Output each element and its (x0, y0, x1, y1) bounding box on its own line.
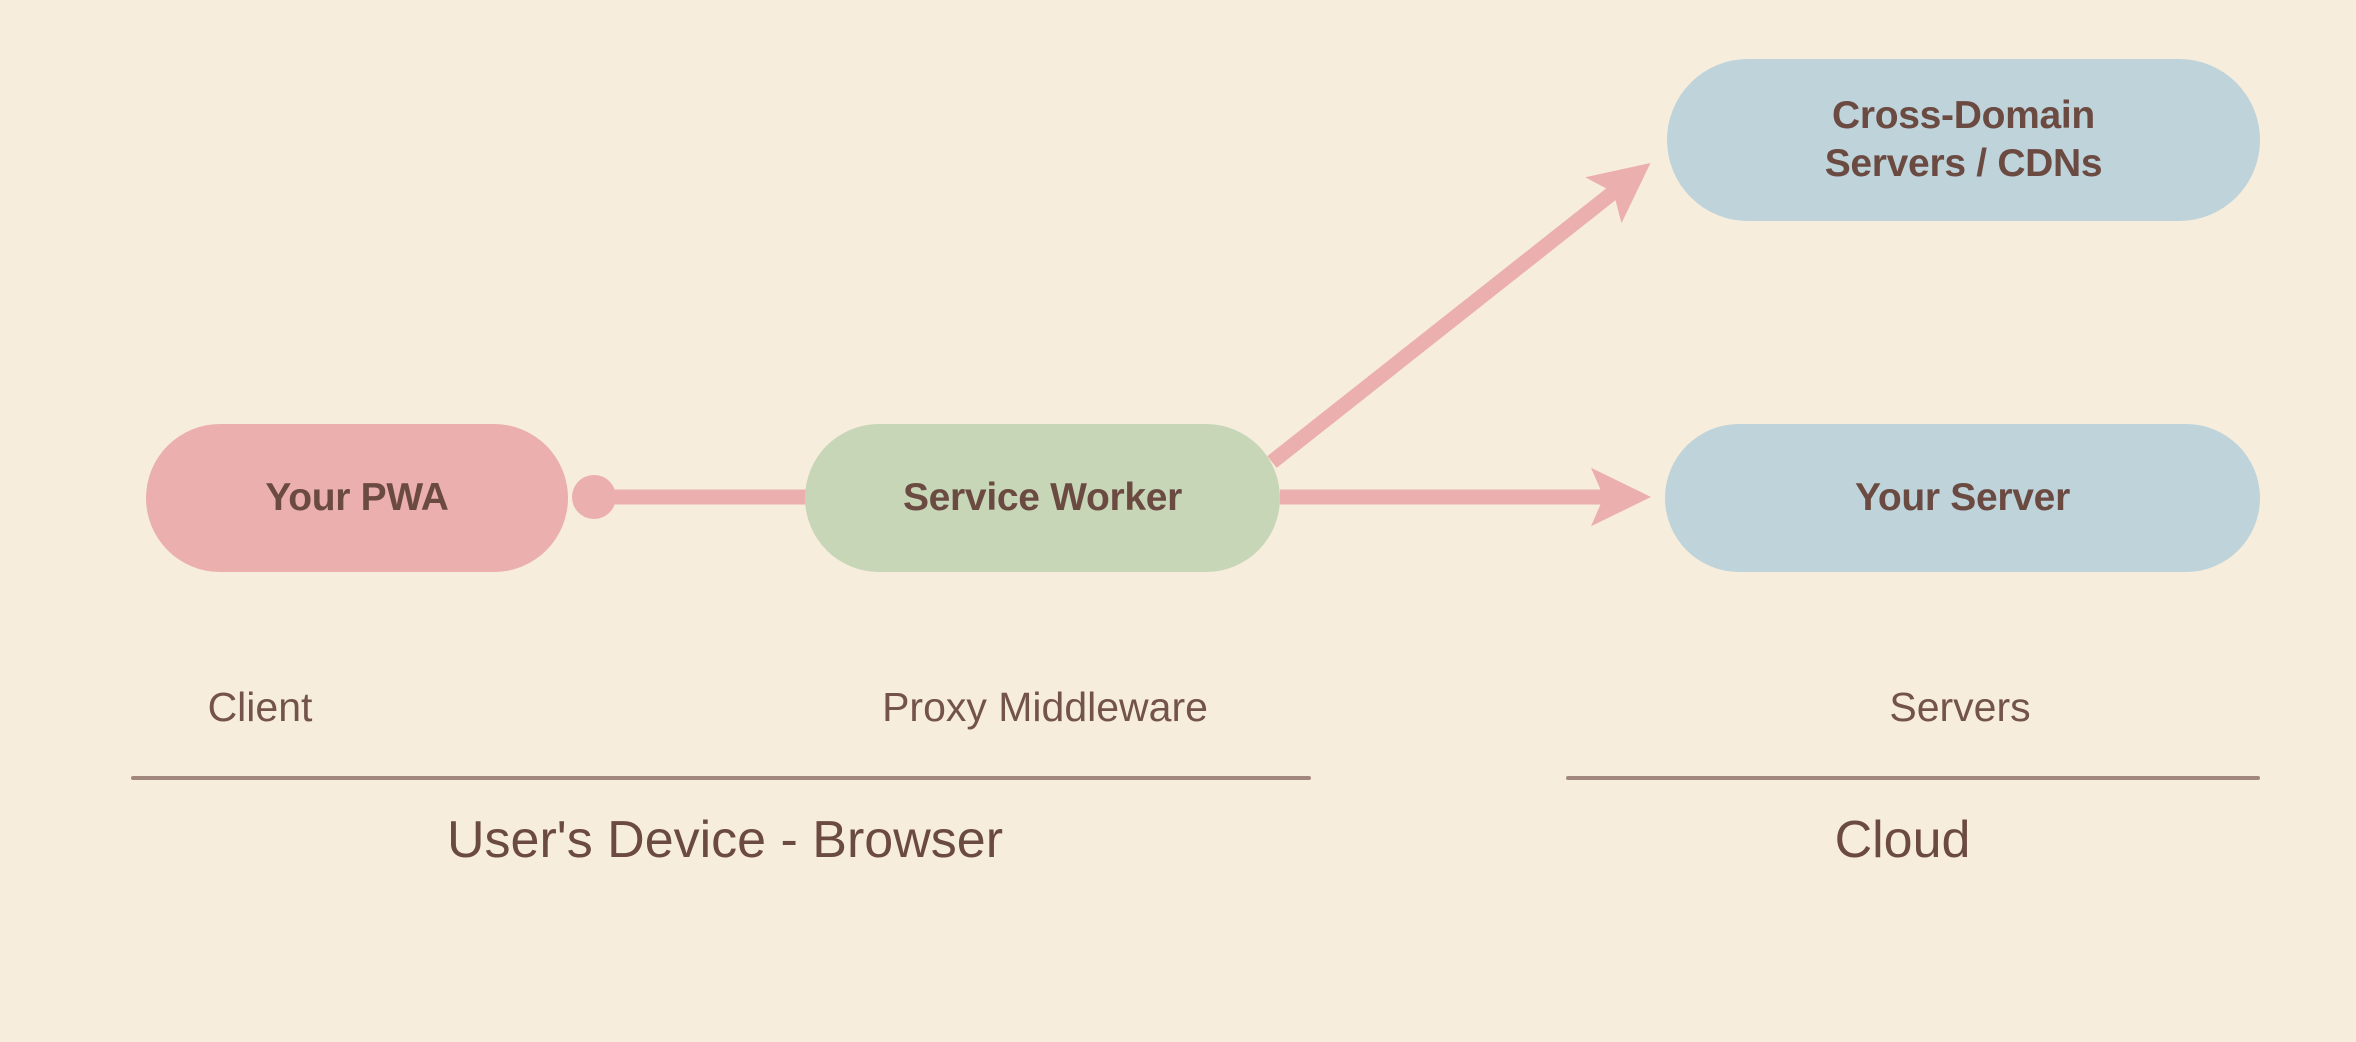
zone-caption-client: Client (207, 684, 313, 730)
zone-title-cloud: Cloud (1834, 811, 1971, 869)
node-your-pwa[interactable]: Your PWA (146, 424, 568, 572)
node-your-server[interactable]: Your Server (1665, 424, 2260, 572)
edge-start-circle-icon (572, 475, 616, 519)
divider-right (1566, 776, 2260, 780)
node-your-pwa-label: Your PWA (265, 476, 449, 519)
node-cross-domain-servers-label-line2: Servers / CDNs (1824, 142, 2103, 185)
zone-title-users-device-browser: User's Device - Browser (446, 811, 1004, 869)
node-cross-domain-servers[interactable]: Cross-Domain Servers / CDNs (1667, 59, 2260, 221)
node-your-server-label: Your Server (1855, 476, 2070, 519)
node-service-worker[interactable]: Service Worker (805, 424, 1280, 572)
node-service-worker-label: Service Worker (902, 476, 1183, 519)
zone-caption-proxy-middleware: Proxy Middleware (882, 684, 1208, 730)
edge-service-worker-to-cross-domain (1267, 162, 1651, 468)
node-cross-domain-servers-label-line1: Cross-Domain (1832, 94, 2095, 138)
divider-left (131, 776, 1311, 780)
zone-caption-servers: Servers (1889, 684, 2031, 730)
